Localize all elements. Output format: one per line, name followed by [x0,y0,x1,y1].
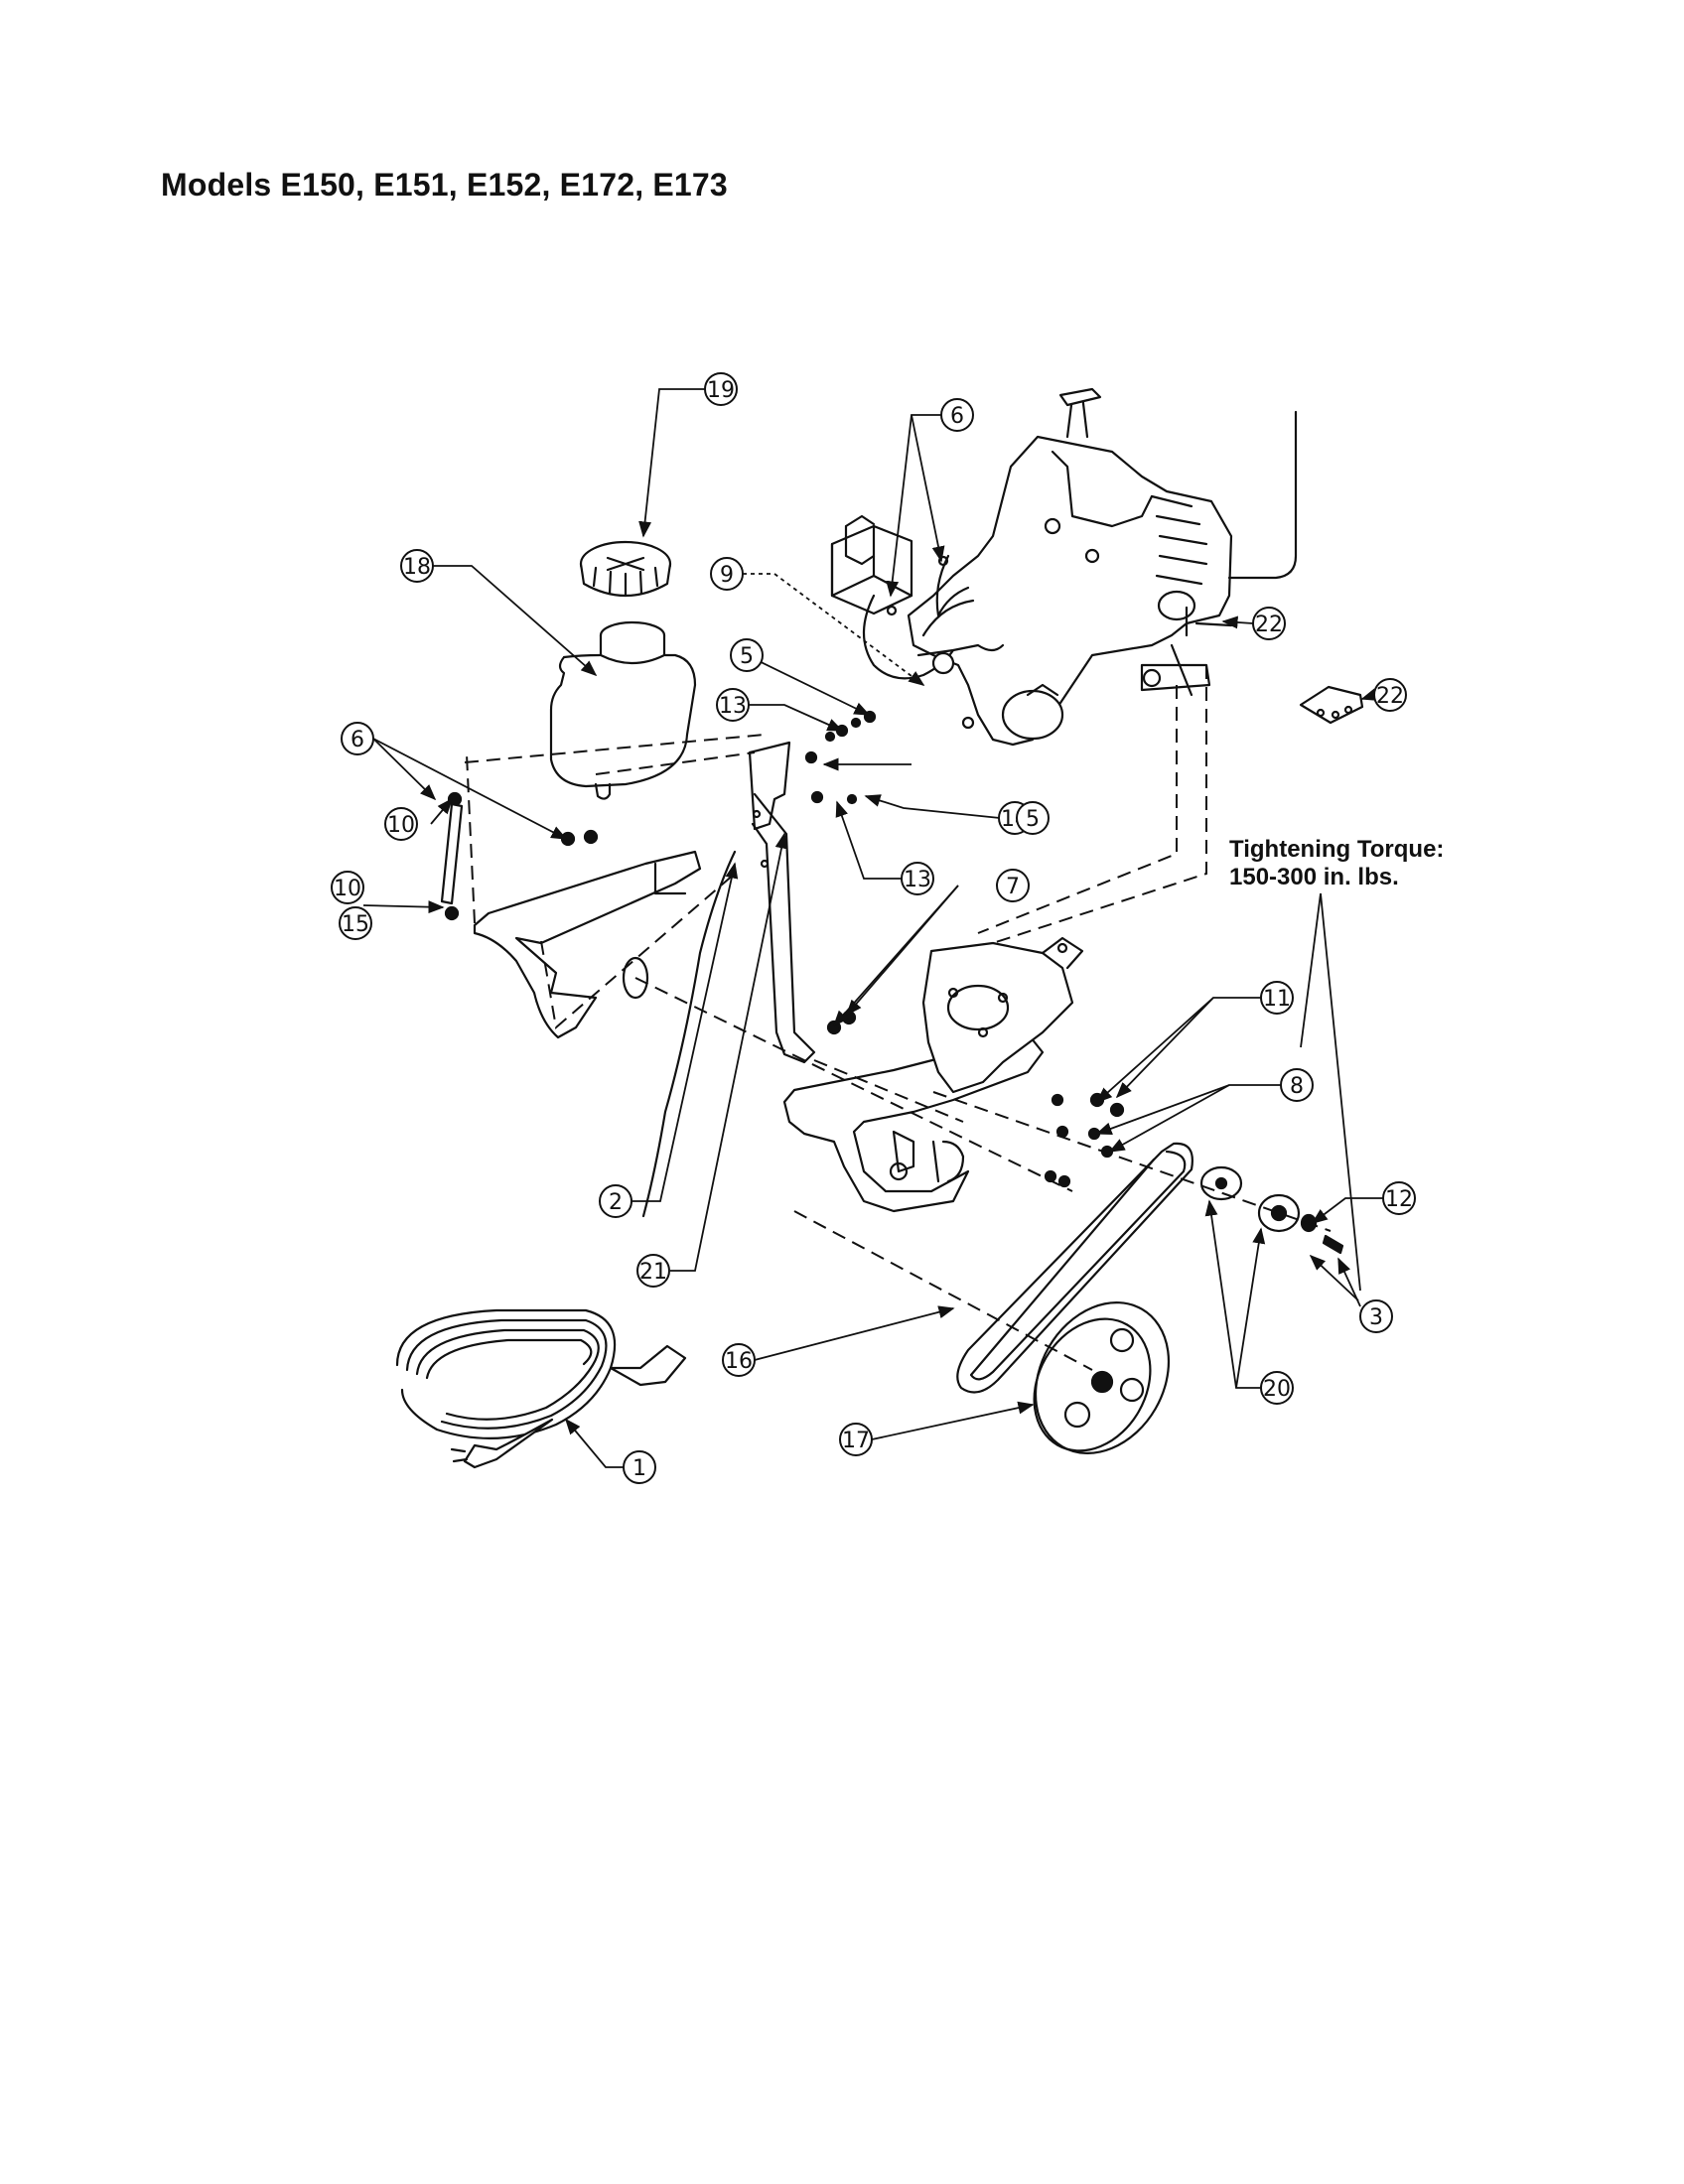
svg-text:8: 8 [1290,1074,1304,1099]
svg-text:7: 7 [1006,875,1020,899]
callout-13a: 13 [716,688,750,722]
motor-assembly [863,387,1298,747]
torque-note: Tightening Torque: 150-300 in. lbs. [1229,836,1444,891]
svg-text:18: 18 [403,555,431,580]
svg-text:6: 6 [351,728,364,752]
callout-5b-bubble: 5 [1016,801,1050,835]
svg-text:3: 3 [1369,1305,1383,1330]
callout-16: 18 [400,549,434,583]
torque-note-line2: 150-300 in. lbs. [1229,864,1399,890]
wheel-pulley [1033,1300,1171,1455]
svg-text:22: 22 [1376,684,1404,709]
svg-text:1: 1 [632,1456,646,1481]
svg-text:12: 12 [1385,1187,1413,1212]
svg-text:9: 9 [720,563,734,588]
svg-text:20: 20 [1263,1377,1291,1402]
callout-2: 2 [599,1184,632,1218]
svg-text:19: 19 [707,378,735,403]
callout-6a: 6666 [341,722,374,755]
svg-text:5: 5 [740,644,754,669]
callout-7: 6 [940,398,974,432]
callout-12: 12 [1382,1181,1416,1215]
callout-bubbles: 19 18 6 9 5 13 14 6666 10 10 15 22 22 5 … [331,372,1416,1484]
callout-17: 19 [704,372,738,406]
callout-22a: 22 [1252,607,1286,640]
drive-belt [956,1142,1193,1394]
callout-8: 8 [1280,1068,1314,1102]
svg-text:17: 17 [842,1429,870,1453]
support-arm [641,741,816,1218]
svg-text:6: 6 [950,404,964,429]
assembly-dashed-lines [464,665,1332,1371]
callout-11: 11 [1260,981,1294,1015]
svg-text:15: 15 [342,912,369,937]
svg-text:21: 21 [639,1260,667,1285]
callout-19: 20 [1260,1371,1294,1405]
callout-10b: 10 [331,871,364,904]
callout-21: 21 [636,1254,670,1288]
callout-18: 16 [722,1343,756,1377]
left-side-frame [473,850,702,1039]
callout-15: 15 [339,906,372,940]
fuel-tank [549,620,697,800]
fuel-cap [579,540,672,598]
switch-plug [1299,685,1364,725]
callout-10a: 10 [384,807,418,841]
extension-cord [395,1308,687,1469]
callout-20: 17 [839,1423,873,1456]
svg-text:13: 13 [719,694,747,719]
parts-artwork [395,387,1364,1469]
torque-note-line1: Tightening Torque: [1229,836,1445,863]
rod-15 [440,802,464,905]
svg-text:2: 2 [609,1190,623,1215]
leader-lines [362,388,1383,1468]
svg-text:10: 10 [387,813,415,838]
callout-6b: 67 [996,869,1030,902]
callout-1: 1 [623,1450,656,1484]
svg-text:22: 22 [1255,613,1283,637]
svg-text:13: 13 [904,868,931,892]
svg-text:11: 11 [1263,987,1291,1012]
callout-9: 9 [710,557,744,591]
right-side-frame [622,936,1084,1213]
callout-13b: 13 [901,862,934,895]
callout-3: 3 [1359,1299,1393,1333]
svg-text:16: 16 [725,1349,753,1374]
svg-text:10: 10 [334,877,361,901]
svg-text:5: 5 [1026,807,1040,832]
callout-22b: 22 [1373,678,1407,712]
page-title: Models E150, E151, E152, E172, E173 [161,167,728,203]
callout-5a: 5 [730,638,764,672]
